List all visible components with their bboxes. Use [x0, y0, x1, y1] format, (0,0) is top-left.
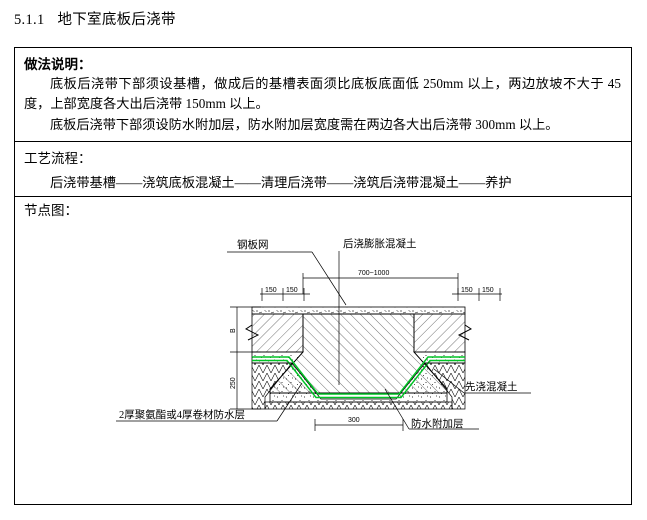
dimension-offset-left-2: 150 — [286, 287, 298, 294]
method-paragraph-2: 底板后浇带下部须设防水附加层，防水附加层宽度需在两边各大出后浇带 300mm 以… — [50, 116, 559, 132]
dimension-offset-right-2: 150 — [482, 287, 494, 294]
dimension-trench-depth: 250 — [230, 378, 237, 390]
method-paragraph-1: 底板后浇带下部须设基槽，做成后的基槽表面须比底板底面低 250mm 以上，两边放… — [24, 76, 621, 112]
node-diagram-heading: 节点图： — [24, 203, 78, 219]
label-waterproof-layer-text: 2厚聚氨酯或4厚卷材防水层 — [119, 408, 245, 421]
label-steel-mesh: 钢板网 — [227, 238, 347, 306]
dimension-offset-right-1: 150 — [461, 287, 473, 294]
slab-concrete-right — [413, 313, 466, 353]
method-block: 做法说明： 底板后浇带下部须设基槽，做成后的基槽表面须比底板底面低 250mm … — [15, 48, 631, 143]
label-pre-poured-concrete: 先浇混凝土 — [433, 369, 531, 394]
dimension-trench-bottom-width-text: 300 — [348, 417, 360, 424]
process-heading: 工艺流程： — [24, 151, 92, 167]
label-post-poured-expansive-concrete-text: 后浇膨胀混凝土 — [343, 237, 417, 250]
label-waterproof-additional-layer: 防水附加层 — [384, 389, 479, 430]
dimension-band-width-text: 700~1000 — [358, 270, 389, 277]
label-steel-mesh-text: 钢板网 — [237, 238, 269, 251]
node-diagram-area: 节点图： — [15, 197, 633, 479]
node-diagram-block: 节点图： — [15, 197, 631, 479]
slab-top-screed — [251, 306, 466, 315]
subgrade-soil-bottom — [264, 402, 453, 410]
break-symbol-right — [457, 324, 472, 341]
process-flow-line: 后浇带基槽——浇筑底板混凝土——清理后浇带——浇筑后浇带混凝土——养护 — [50, 175, 512, 191]
method-heading: 做法说明： — [24, 57, 92, 72]
dimension-vertical-stack: B 250 — [230, 307, 261, 410]
label-pre-poured-concrete-text: 先浇混凝土 — [465, 380, 518, 393]
label-waterproof-layer: 2厚聚氨酯或4厚卷材防水层 — [116, 383, 303, 422]
dimension-offset-left-1: 150 — [265, 287, 277, 294]
dimension-trench-bottom-width: 300 — [314, 417, 404, 432]
waterproof-membrane — [252, 356, 465, 399]
label-waterproof-additional-layer-text: 防水附加层 — [411, 417, 464, 430]
page-title: 5.1.1 地下室底板后浇带 — [14, 8, 176, 29]
dimension-offsets: 150 150 150 150 — [260, 287, 502, 302]
process-block: 工艺流程： 后浇带基槽——浇筑底板混凝土——清理后浇带——浇筑后浇带混凝土——养… — [15, 142, 631, 198]
dimension-slab-thickness: B — [230, 328, 237, 333]
construction-cross-section-drawing: 钢板网 后浇膨胀混凝土 700~1000 — [116, 237, 531, 432]
section-title: 地下室底板后浇带 — [57, 12, 176, 28]
slab-concrete-left — [251, 313, 304, 353]
content-border-box: 做法说明： 底板后浇带下部须设基槽，做成后的基槽表面须比底板底面低 250mm … — [14, 47, 632, 505]
waterproof-protective-layer — [251, 351, 466, 403]
break-symbol-left — [245, 324, 260, 341]
section-number: 5.1.1 — [14, 12, 45, 28]
